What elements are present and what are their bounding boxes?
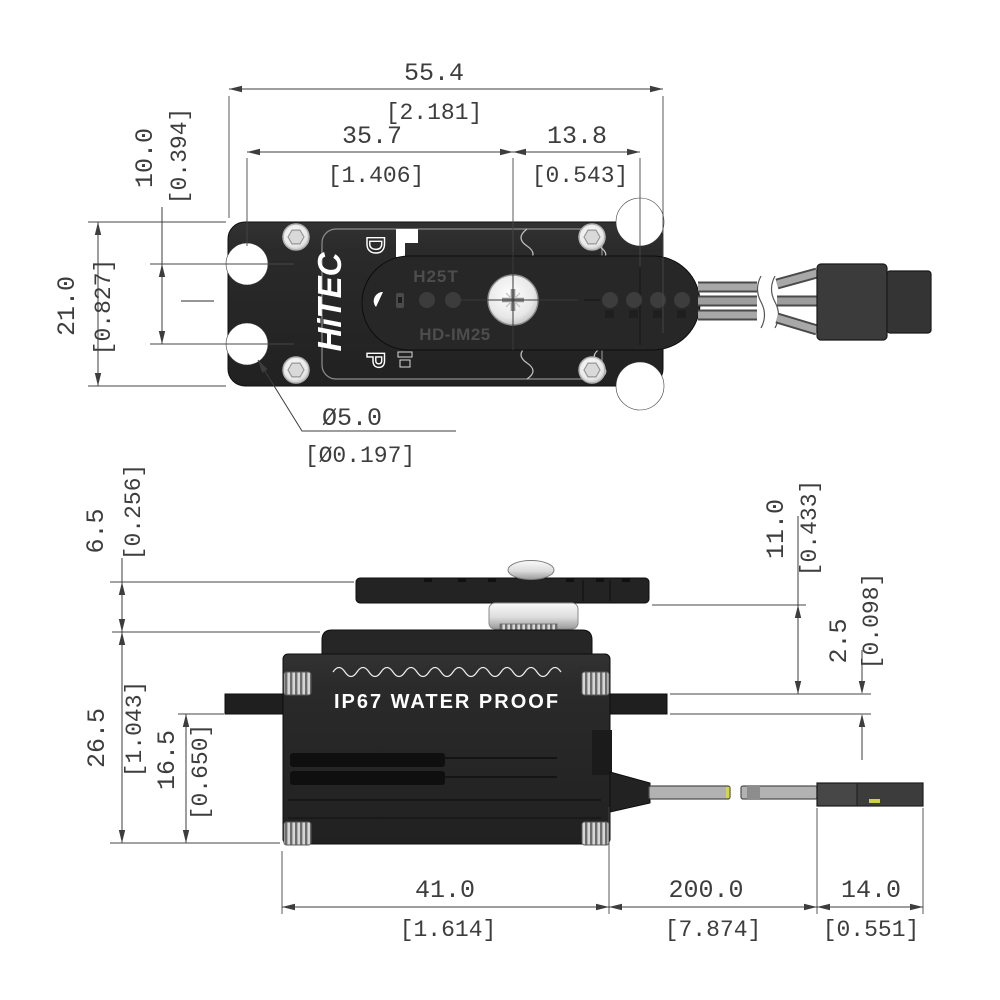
horn-code-label: H25T bbox=[413, 267, 459, 286]
dim-connector-length-mm: 14.0 bbox=[841, 876, 901, 905]
dim-spline-to-notch-in: [0.543] bbox=[532, 163, 629, 189]
dim-horn-height-mm: 6.5 bbox=[82, 508, 111, 553]
water-wave-graphic bbox=[332, 666, 562, 678]
dim-connector-length-in: [0.551] bbox=[823, 917, 920, 943]
cable-sleeve bbox=[747, 786, 760, 799]
top-view: HiTEC D P H25T HD-IM25 bbox=[181, 197, 932, 411]
dim-cable-length-mm: 200.0 bbox=[668, 876, 743, 905]
dim-hole-to-spline-mm: 35.7 bbox=[342, 122, 402, 151]
hex-screw bbox=[282, 223, 310, 251]
dim-body-width-in: [0.827] bbox=[91, 259, 117, 356]
emblem-letter-top: D bbox=[361, 236, 389, 254]
waterproof-label: IP67 WATER PROOF bbox=[334, 691, 560, 713]
servo-cable-top bbox=[698, 267, 819, 336]
top-view-dimensions: 55.4 [2.181] 35.7 [1.406] 13.8 [0.543] 1… bbox=[53, 59, 664, 469]
emblem-letter-bottom: P bbox=[361, 352, 389, 369]
tiny-icon-detail bbox=[398, 297, 402, 303]
knurled-screw bbox=[581, 821, 610, 846]
brand-logo: HiTEC bbox=[311, 251, 348, 351]
cable-mark bbox=[726, 787, 730, 798]
emblem-small-mark bbox=[399, 359, 411, 368]
case-seam bbox=[520, 345, 534, 380]
hex-screw bbox=[578, 356, 606, 384]
body-slot bbox=[290, 753, 445, 767]
dim-spline-to-notch-mm: 13.8 bbox=[547, 122, 607, 151]
dim-tab-thickness-mm: 2.5 bbox=[825, 618, 854, 663]
body-slot bbox=[290, 771, 445, 785]
dim-case-height-mm: 26.5 bbox=[83, 708, 112, 768]
connector-mark bbox=[869, 799, 880, 803]
index-wedge-mark bbox=[373, 291, 383, 307]
capsule-dot bbox=[445, 292, 461, 308]
side-view: IP67 WATER PROOF bbox=[224, 560, 924, 846]
knurled-screw bbox=[581, 671, 610, 696]
dim-hole-diameter-in: [Ø0.197] bbox=[305, 443, 415, 469]
knurled-screw bbox=[283, 671, 312, 696]
strain-relief-cone bbox=[609, 771, 651, 813]
mount-tab-right bbox=[609, 693, 668, 715]
emblem-small-mark bbox=[397, 351, 413, 358]
horn-teeth bbox=[424, 578, 630, 601]
knurled-screw bbox=[283, 821, 312, 846]
horn-screw-dome bbox=[507, 560, 555, 580]
dim-hole-pitch-mm: 10.0 bbox=[131, 128, 160, 188]
hex-screw bbox=[578, 223, 606, 251]
dim-hole-diameter-mm: Ø5.0 bbox=[322, 404, 382, 433]
hex-screw bbox=[282, 356, 310, 384]
dim-body-width-mm: 21.0 bbox=[53, 276, 82, 336]
dim-hole-pitch-in: [0.394] bbox=[167, 108, 193, 205]
dim-cable-length-in: [7.874] bbox=[665, 917, 762, 943]
dim-body-length-mm: 41.0 bbox=[415, 876, 475, 905]
dim-overall-width-in: [2.181] bbox=[386, 100, 483, 126]
dim-horn-to-tab-in: [0.433] bbox=[797, 480, 823, 577]
servo-body-side bbox=[282, 653, 611, 845]
dim-horn-height-in: [0.256] bbox=[121, 464, 147, 561]
dim-lower-height-mm: 16.5 bbox=[153, 730, 182, 790]
dim-hole-to-spline-in: [1.406] bbox=[328, 163, 425, 189]
capsule-dot bbox=[419, 292, 435, 308]
dim-overall-width-mm: 55.4 bbox=[404, 59, 464, 88]
dim-lower-height-in: [0.650] bbox=[188, 724, 214, 821]
emblem-flag-shape bbox=[396, 229, 418, 257]
dim-body-length-in: [1.614] bbox=[400, 917, 497, 943]
mount-tab-left bbox=[224, 693, 284, 715]
cable-exit-block bbox=[592, 730, 612, 775]
model-label: HD-IM25 bbox=[419, 325, 491, 344]
connector-top bbox=[816, 263, 932, 341]
indicator-dot-row bbox=[602, 292, 690, 318]
dim-tab-thickness-in: [0.098] bbox=[859, 573, 885, 670]
side-view-dimensions: 6.5 [0.256] 26.5 [1.043] 16.5 [0.650] 11… bbox=[82, 464, 924, 943]
servo-horn-side bbox=[355, 577, 650, 604]
connector-side bbox=[816, 782, 924, 807]
case-top-side bbox=[321, 629, 593, 655]
mount-notch bbox=[615, 361, 665, 411]
dim-case-height-in: [1.043] bbox=[122, 681, 148, 778]
dim-horn-to-tab-mm: 11.0 bbox=[762, 499, 791, 559]
break-symbol bbox=[756, 275, 766, 329]
servo-cable-side bbox=[648, 785, 818, 800]
